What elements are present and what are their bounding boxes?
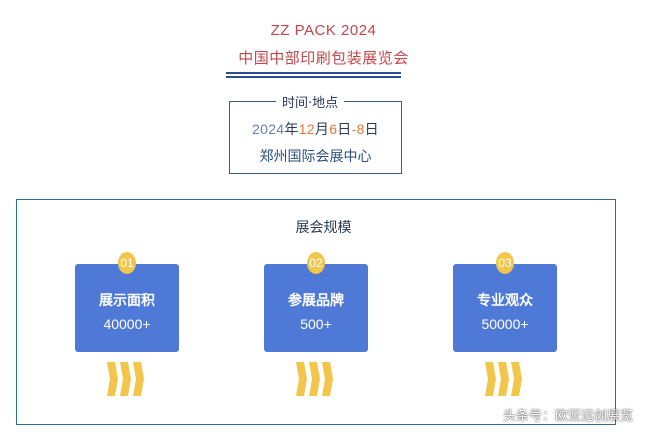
date-day-unit-2: 日 [364,122,379,138]
brand-title: ZZ PACK 2024 [270,22,377,39]
venue-name: 郑州国际会展中心 [259,149,372,165]
card-number-badge: 01 [118,252,136,274]
stat-card-value: 40000+ [103,316,151,332]
stat-card-value: 50000+ [481,316,529,332]
date-day-end: 8 [356,121,365,137]
card-number-badge: 03 [496,252,514,274]
card-number-badge: 02 [307,252,325,274]
time-location-label: 时间·地点 [276,92,345,111]
date-day-unit-1: 日 [337,122,352,138]
title-divider [226,72,401,78]
chevron-arrows-icon [296,362,333,396]
stat-card-value: 500+ [300,316,332,332]
chevron-arrows-icon [485,362,522,396]
date-month: 12 [298,121,315,137]
exhibition-subtitle: 中国中部印刷包装展览会 [238,49,409,67]
watermark: 头条号：欧亚远创展览 [502,409,633,424]
scale-title: 展会规模 [295,220,352,236]
event-date: 2024年12月6日-8日 [229,119,402,139]
stat-card-area: 展示面积 40000+ [75,264,179,352]
date-day-start: 6 [329,121,338,137]
stat-card-visitors: 专业观众 50000+ [453,264,557,352]
scale-panel [16,199,616,425]
date-dash: - [351,121,357,137]
stat-card-label: 展示面积 [99,293,155,309]
stat-card-label: 专业观众 [477,293,533,309]
stat-card-brands: 参展品牌 500+ [264,264,368,352]
date-month-unit: 月 [314,122,330,138]
chevron-arrows-icon [107,362,144,396]
stat-card-label: 参展品牌 [288,293,344,309]
date-year: 2024 [252,121,285,137]
date-year-unit: 年 [284,122,299,138]
